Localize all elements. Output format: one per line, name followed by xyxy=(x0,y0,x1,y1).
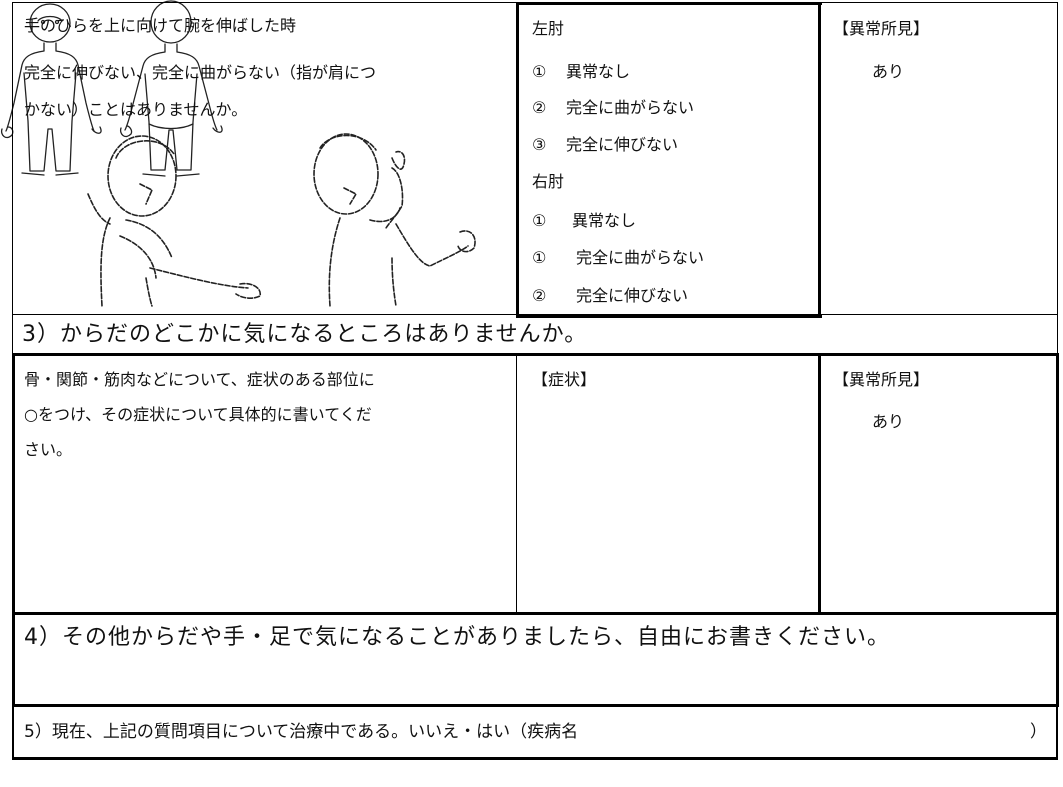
section-4-heading: 4）その他からだや手・足で気になることがありましたら、自由にお書きください。 xyxy=(24,625,890,650)
section-3-findings-value[interactable]: あり xyxy=(872,412,905,431)
arm-extended-illustration xyxy=(87,135,262,307)
arm-bent-illustration xyxy=(313,133,476,307)
section-3-instruction-line-1: 骨・関節・筋肉などについて、症状のある部位に xyxy=(24,370,375,389)
section-3-instruction-line-3: さい。 xyxy=(24,440,73,459)
option-number: ① xyxy=(532,62,547,81)
body-back-diagram[interactable] xyxy=(115,0,227,178)
left-elbow-option[interactable]: ② 完全に曲がらない xyxy=(532,98,694,118)
left-elbow-label: 左肘 xyxy=(532,19,565,38)
section-5-question: 5）現在、上記の質問項目について治療中である。いいえ・はい（疾病名 xyxy=(24,722,579,742)
option-number: ② xyxy=(532,286,547,305)
option-number: ① xyxy=(532,248,547,267)
option-number: ③ xyxy=(532,135,547,154)
right-elbow-option[interactable]: ② 完全に伸びない xyxy=(532,286,688,306)
section-3-heading: 3）からだのどこかに気になるところはありませんか。 xyxy=(22,322,588,347)
left-elbow-option[interactable]: ③ 完全に伸びない xyxy=(532,135,678,155)
section-3-instruction-line-2: ○をつけ、その症状について具体的に書いてくだ xyxy=(24,405,372,424)
left-elbow-option[interactable]: ① 異常なし xyxy=(532,62,630,82)
option-text: 完全に曲がらない xyxy=(566,98,695,117)
option-text: 異常なし xyxy=(566,62,631,81)
disease-name-field[interactable] xyxy=(820,716,1020,750)
elbow-findings-label: 【異常所見】 xyxy=(833,19,930,38)
option-text: 完全に伸びない xyxy=(566,135,679,154)
elbow-instruction-line-1: 手のひらを上に向けて腕を伸ばした時 xyxy=(24,16,297,35)
right-elbow-option[interactable]: ① 異常なし xyxy=(532,211,636,231)
elbow-findings-value[interactable]: あり xyxy=(872,62,905,81)
section-4-free-text-area[interactable] xyxy=(16,660,1054,702)
body-front-diagram[interactable] xyxy=(0,3,110,178)
right-elbow-label: 右肘 xyxy=(532,172,565,191)
option-text: 完全に曲がらない xyxy=(576,248,705,267)
right-elbow-option[interactable]: ① 完全に曲がらない xyxy=(532,248,704,268)
option-text: 完全に伸びない xyxy=(576,286,689,305)
option-text: 異常なし xyxy=(572,211,637,230)
symptom-label: 【症状】 xyxy=(532,370,597,389)
section-3-findings-label: 【異常所見】 xyxy=(833,370,930,389)
elbow-instruction-line-3: かない）ことはありませんか。 xyxy=(24,100,248,119)
option-number: ② xyxy=(532,98,547,117)
elbow-instruction-line-2: 完全に伸びない、完全に曲がらない（指が肩につ xyxy=(24,63,377,82)
section-5-close-paren: ） xyxy=(1030,722,1047,742)
option-number: ① xyxy=(532,211,547,230)
